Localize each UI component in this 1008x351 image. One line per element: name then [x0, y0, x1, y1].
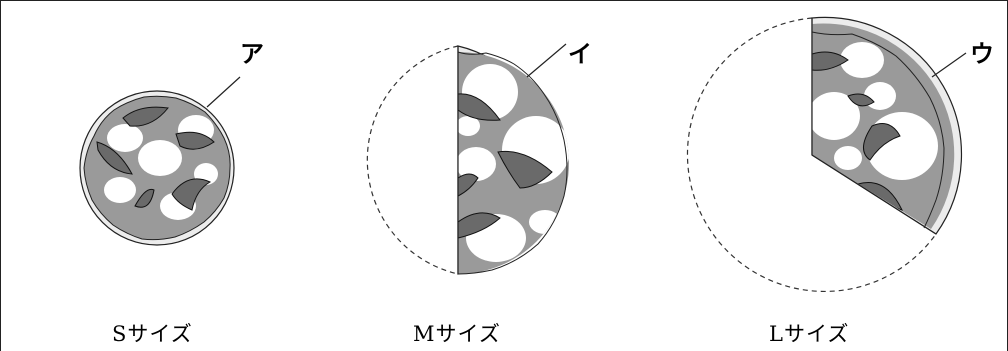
- pizza-medium-sauce-edge: [457, 51, 568, 275]
- pizza-large-cut-edge-diagonal: [811, 154, 937, 235]
- pizza-large-leader-line: [931, 52, 967, 78]
- caption-medium: Mサイズ: [413, 322, 501, 346]
- pizza-large-filling: [812, 23, 955, 229]
- marker-i-label: イ: [568, 40, 592, 68]
- caption-small: Sサイズ: [112, 322, 193, 346]
- pizza-medium-filling: [458, 52, 569, 274]
- pizza-medium: [366, 43, 569, 275]
- pizza-large: [686, 16, 967, 292]
- pizza-large-sauce-edge: [811, 31, 945, 229]
- pizza-medium-outline-dashed: [366, 45, 459, 275]
- marker-a-label: ア: [240, 40, 264, 68]
- caption-large: Lサイズ: [769, 322, 850, 346]
- marker-u-label: ウ: [970, 40, 994, 68]
- pizza-small-toppings: [96, 106, 215, 211]
- pizza-medium-leader-line: [526, 43, 567, 78]
- pizza-small-leader-line: [206, 76, 241, 108]
- pizza-small: [79, 76, 241, 246]
- pizza-large-outline-dashed: [686, 17, 937, 292]
